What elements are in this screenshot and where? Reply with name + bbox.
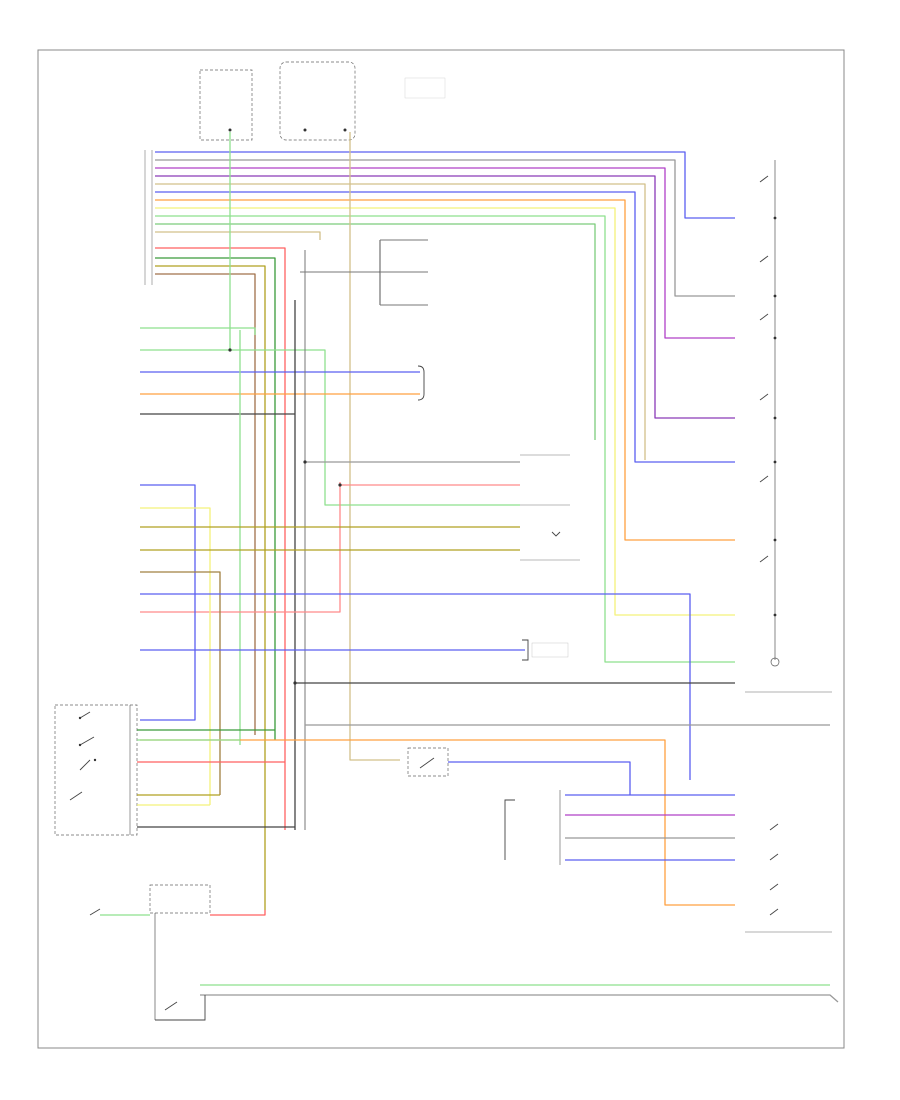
splice-icon: [228, 348, 342, 685]
lower-left-switch-unit: [54, 704, 138, 836]
connector-right-mid: [417, 365, 425, 401]
ground-icon: [770, 657, 780, 667]
wire-brown-2: [140, 571, 221, 795]
branch-connector-top: [300, 239, 428, 306]
lower-left-wires: [140, 484, 691, 805]
wire-orange-1: [155, 199, 735, 541]
middle-left-wires: [140, 327, 520, 506]
wire-orange-3: [140, 739, 735, 906]
wire-purple-1: [155, 175, 735, 419]
wire-blue-4: [140, 484, 196, 721]
switch-icon: [69, 711, 95, 801]
middle-right-wires: [140, 461, 520, 613]
center-switch: [407, 747, 631, 795]
wire-lt-green-3: [140, 349, 520, 506]
wire-green-2: [155, 223, 596, 440]
bottom-long-wires: [155, 984, 839, 1021]
wire-olive-1: [155, 265, 266, 910]
diagram-frame: [37, 49, 845, 1049]
wire-blue-1: [155, 151, 735, 219]
wire-pink-green-1: [155, 167, 735, 339]
top-fuse-block-left: [199, 69, 253, 141]
wire-gray-1: [155, 159, 735, 297]
right-bottom-switch: [745, 823, 832, 933]
wire-fuse-tan-down: [349, 132, 400, 761]
wire-tan-1: [155, 183, 646, 460]
wire-dkgreen-1: [155, 257, 276, 740]
wire-yellow-1: [155, 207, 735, 616]
module-connector-mid: [520, 454, 580, 561]
wire-pink-1: [339, 482, 520, 486]
top-fuse-block-right: [279, 61, 356, 141]
wire-gray-5: [200, 994, 839, 1003]
wire-green-1: [155, 215, 735, 663]
switch-icon: [89, 908, 101, 916]
wire-lt-green-2: [140, 327, 256, 335]
wire-red-3: [210, 910, 266, 916]
long-horizontal-wires: [140, 682, 830, 906]
wire-red-1: [155, 247, 286, 830]
wire-blue-5: [140, 593, 691, 780]
top-bus-wires: [155, 151, 735, 910]
wire-brown-1: [155, 273, 256, 735]
switch-unit-wires: [137, 729, 295, 828]
lower-module-connector: [522, 639, 569, 661]
ground-ladder: [770, 160, 780, 667]
main-connector-pins-top: [144, 150, 153, 285]
vertical-bundle: [239, 250, 306, 830]
wire-tan-2: [155, 231, 321, 240]
right-switch-contacts: [759, 175, 769, 563]
bottom-switch-unit: [89, 884, 266, 1020]
wire-blue-7: [448, 761, 631, 795]
wire-yellow-2: [140, 507, 211, 805]
wire-blue-2: [155, 191, 735, 463]
fuse-note-label: [404, 77, 446, 99]
lower-right-connector: [504, 790, 735, 865]
